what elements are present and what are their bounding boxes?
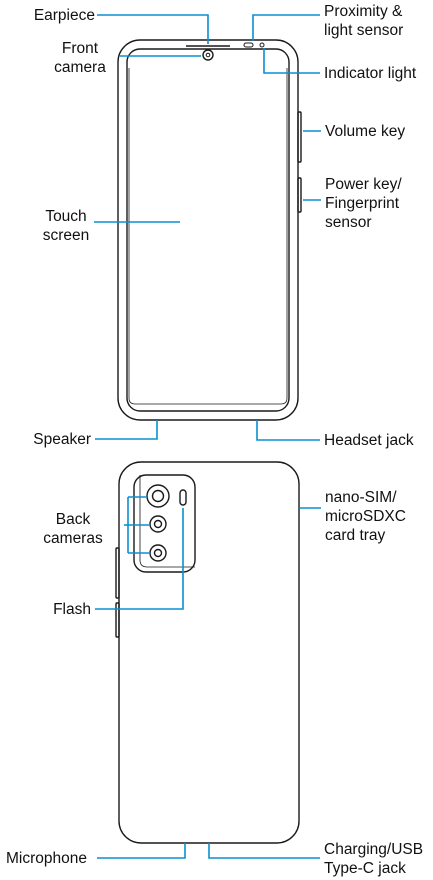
front-camera-center [205, 52, 211, 58]
camera-module-inner [139, 475, 195, 568]
front-phone-body [117, 39, 299, 421]
touch-screen-label: Touch screen [42, 208, 90, 244]
front-camera-lens [202, 49, 214, 61]
back-camera-2-inner [153, 519, 163, 529]
back-camera-3-inner [153, 548, 163, 558]
headset-jack-label: Headset jack [324, 432, 414, 449]
back-side-key-1 [115, 547, 120, 599]
earpiece-callout [97, 14, 209, 44]
proximity-sensor-shape [243, 42, 254, 48]
flash-callout [95, 508, 184, 610]
front-screen [126, 48, 290, 412]
headset-jack-callout [256, 420, 320, 441]
camera-module [133, 474, 196, 573]
proximity-callout [252, 14, 320, 41]
front-camera-label: Front camera [54, 40, 106, 76]
proximity-light-sensor-label: Proximity & light sensor [324, 3, 404, 39]
volume-key-label: Volume key [325, 123, 406, 140]
indicator-light-label: Indicator light [324, 65, 417, 82]
back-phone-body [118, 461, 300, 844]
flash-led [179, 489, 187, 506]
microphone-label: Microphone [6, 850, 87, 867]
flash-label: Flash [53, 601, 91, 618]
power-key-label: Power key/ Fingerprint sensor [325, 176, 402, 231]
back-camera-main-inner [151, 489, 165, 503]
back-camera-3-outer [149, 544, 167, 562]
volume-key [297, 111, 302, 163]
card-tray-label: nano-SIM/ microSDXC card tray [325, 489, 406, 544]
charging-port-label: Charging/USB Type-C jack [324, 841, 424, 877]
front-screen-inner-edge [128, 68, 288, 405]
microphone-callout [97, 843, 186, 859]
back-side-key-2 [115, 602, 120, 638]
earpiece-label: Earpiece [33, 7, 95, 24]
back-cameras-label: Back cameras [43, 511, 103, 547]
back-camera-main-outer [146, 484, 170, 508]
indicator-light-callout [263, 48, 320, 74]
charging-port-callout [208, 843, 320, 859]
back-camera-2-outer [149, 515, 167, 533]
power-key [297, 177, 302, 213]
indicator-light-dot [259, 42, 265, 48]
speaker-callout [95, 420, 158, 440]
speaker-label: Speaker [33, 431, 91, 448]
